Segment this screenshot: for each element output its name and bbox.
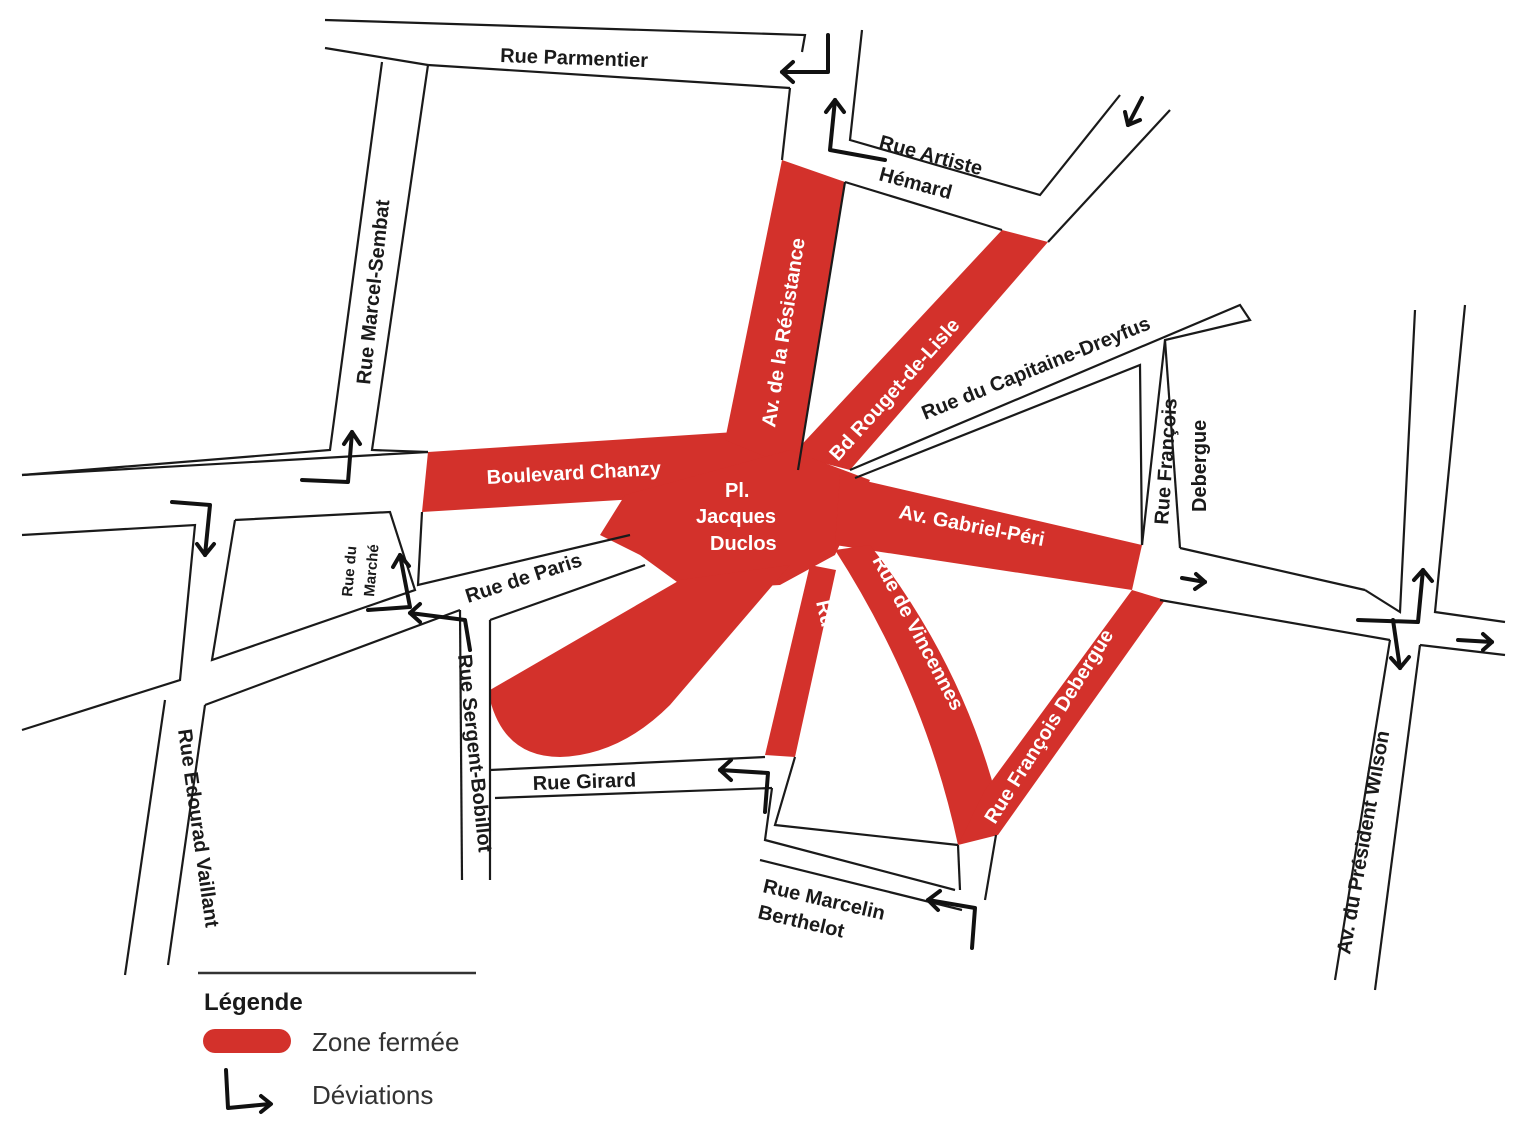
detour-arrow-wilson-north bbox=[1356, 568, 1434, 624]
label-av-president: Av. du Président Wilson bbox=[1333, 729, 1394, 956]
detour-arrow-gabriel-east bbox=[1180, 572, 1207, 591]
label-place-1: Pl. bbox=[725, 480, 749, 502]
label-rue-paris: Rue de Paris bbox=[463, 549, 585, 607]
label-rue-parmentier: Rue Parmentier bbox=[500, 45, 649, 72]
detour-arrow-wilson-east bbox=[1456, 632, 1494, 652]
closed-av-resistance bbox=[725, 160, 845, 470]
detour-arrow-girard bbox=[718, 758, 770, 814]
legend-title: Légende bbox=[204, 989, 303, 1016]
detour-arrow-rouget-top bbox=[1123, 96, 1144, 127]
detour-legend-icon bbox=[224, 1068, 273, 1114]
legend-closed-zone-label: Zone fermée bbox=[312, 1027, 459, 1057]
label-rue-edouard: Rue Edourad Vaillant bbox=[173, 728, 223, 929]
label-rue-francois-debergue: Rue François Debergue bbox=[981, 626, 1119, 828]
closed-zone-swatch bbox=[203, 1029, 291, 1053]
closed-rue-francois-debergue bbox=[958, 590, 1165, 845]
road-network bbox=[21, 18, 1506, 991]
detour-arrow-west bbox=[170, 500, 216, 557]
closed-zone bbox=[422, 160, 1165, 845]
detour-arrow-marche bbox=[366, 553, 412, 612]
detour-arrow-parmentier bbox=[780, 33, 830, 84]
detour-arrow-wilson-south bbox=[1389, 618, 1411, 670]
detour-arrow-artiste bbox=[824, 98, 887, 162]
detour-arrow-marcel-sembat bbox=[300, 430, 362, 484]
legend-detour-label: Déviations bbox=[312, 1080, 433, 1110]
detour-arrows bbox=[170, 33, 1494, 950]
label-rue-francois-v2: Debergue bbox=[1189, 420, 1211, 512]
label-place-2: Jacques bbox=[696, 506, 776, 528]
legend: Légende Zone fermée Déviations bbox=[198, 971, 476, 1114]
closed-av-gabriel bbox=[835, 475, 1142, 590]
label-rue-girard: Rue Girard bbox=[532, 769, 636, 795]
label-rue-marche-1: Rue du bbox=[339, 545, 360, 597]
closed-rue-vincennes bbox=[835, 545, 996, 845]
detour-arrow-paris bbox=[408, 602, 472, 652]
label-place-3: Duclos bbox=[710, 533, 777, 555]
closed-rue-de-paris-blob bbox=[490, 565, 790, 757]
closed-place bbox=[600, 450, 870, 590]
closed-rue-kleber bbox=[765, 565, 836, 757]
detour-arrow-marcelin bbox=[926, 889, 977, 950]
closed-bd-rouget bbox=[792, 230, 1048, 470]
label-rue-marche-2: Marché bbox=[361, 544, 383, 598]
